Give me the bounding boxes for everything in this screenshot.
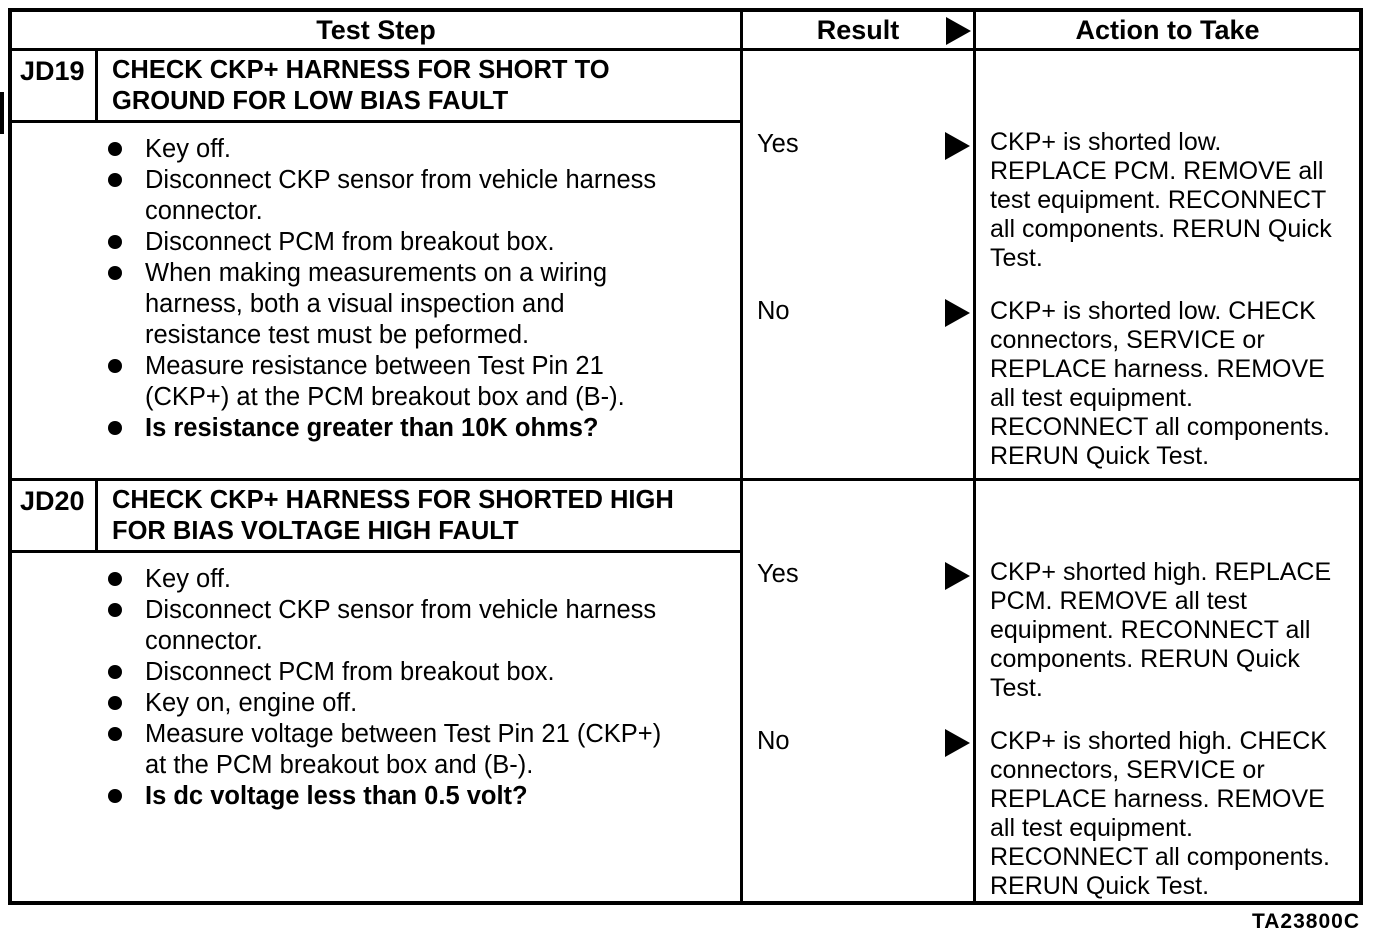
result-entry-no: No — [743, 727, 973, 757]
bullet-icon — [108, 359, 122, 373]
result-arrow-icon — [945, 299, 970, 327]
action-text-no: CKP+ is shorted high. CHECK connectors, … — [990, 727, 1330, 900]
test-title-jd20: CHECK CKP+ HARNESS FOR SHORTED HIGH FOR … — [112, 486, 674, 545]
test-step-cell-jd20: JD20 CHECK CKP+ HARNESS FOR SHORTED HIGH… — [12, 481, 740, 901]
step-question-text: Is resistance greater than 10K ohms? — [145, 414, 599, 442]
bullet-icon — [108, 235, 122, 249]
list-item: Disconnect PCM from breakout box. — [108, 227, 732, 258]
bullet-icon — [108, 572, 122, 586]
list-item: Disconnect CKP sensor from vehicle harne… — [108, 165, 732, 227]
bullet-icon — [108, 266, 122, 280]
bullet-icon — [108, 603, 122, 617]
list-item: Measure voltage between Test Pin 21 (CKP… — [108, 719, 732, 781]
list-item-question: Is resistance greater than 10K ohms? — [108, 413, 732, 444]
result-entry-yes: Yes — [743, 560, 973, 590]
list-item: Key off. — [108, 134, 732, 165]
bullet-icon — [108, 665, 122, 679]
result-label-yes: Yes — [757, 130, 799, 158]
step-text: Disconnect PCM from breakout box. — [145, 658, 555, 686]
step-text: Disconnect PCM from breakout box. — [145, 228, 555, 256]
result-entry-yes: Yes — [743, 130, 973, 160]
test-step-list-jd20: Key off. Disconnect CKP sensor from vehi… — [12, 564, 740, 812]
figure-code: TA23800C — [1252, 910, 1360, 933]
list-item: Disconnect PCM from breakout box. — [108, 657, 732, 688]
step-text: Key on, engine off. — [145, 689, 358, 717]
bullet-icon — [108, 696, 122, 710]
action-text-yes: CKP+ is shorted low. REPLACE PCM. REMOVE… — [990, 128, 1332, 272]
result-label-no: No — [757, 297, 790, 325]
step-question-text: Is dc voltage less than 0.5 volt? — [145, 782, 528, 810]
column-header-result-label: Result — [816, 14, 900, 45]
result-arrow-icon — [945, 729, 970, 757]
column-header-test-step: Test Step — [12, 12, 740, 51]
result-label-no: No — [757, 727, 790, 755]
action-text-yes: CKP+ shorted high. REPLACE PCM. REMOVE a… — [990, 558, 1332, 702]
test-id-jd19: JD19 — [12, 51, 98, 120]
result-arrow-icon — [945, 562, 970, 590]
scan-artifact — [0, 92, 4, 134]
result-cell-jd19: Yes No — [740, 51, 973, 481]
bullet-icon — [108, 789, 122, 803]
column-header-result: Result — [740, 12, 973, 51]
bullet-icon — [108, 727, 122, 741]
action-text-no: CKP+ is shorted low. CHECK connectors, S… — [990, 297, 1330, 470]
list-item: Measure resistance between Test Pin 21 (… — [108, 351, 732, 413]
test-id-jd20: JD20 — [12, 481, 98, 550]
list-item: Key off. — [108, 564, 732, 595]
step-text: Disconnect CKP sensor from vehicle harne… — [145, 166, 657, 225]
step-text: Key off. — [145, 135, 232, 163]
step-text: Measure resistance between Test Pin 21 (… — [145, 352, 625, 411]
pinpoint-test-table: Test Step Result Action to Take JD19 CHE… — [8, 8, 1363, 905]
step-text: Measure voltage between Test Pin 21 (CKP… — [145, 720, 662, 779]
test-step-list-jd19: Key off. Disconnect CKP sensor from vehi… — [12, 134, 740, 444]
result-arrow-icon — [946, 17, 971, 45]
action-cell-jd19: CKP+ is shorted low. REPLACE PCM. REMOVE… — [973, 51, 1359, 481]
result-arrow-icon — [945, 132, 970, 160]
list-item: Key on, engine off. — [108, 688, 732, 719]
step-text: Key off. — [145, 565, 232, 593]
column-header-action: Action to Take — [973, 12, 1359, 51]
test-title-jd19: CHECK CKP+ HARNESS FOR SHORT TO GROUND F… — [112, 56, 610, 115]
list-item-question: Is dc voltage less than 0.5 volt? — [108, 781, 732, 812]
test-step-cell-jd19: JD19 CHECK CKP+ HARNESS FOR SHORT TO GRO… — [12, 51, 740, 481]
bullet-icon — [108, 421, 122, 435]
result-label-yes: Yes — [757, 560, 799, 588]
list-item: Disconnect CKP sensor from vehicle harne… — [108, 595, 732, 657]
step-text: When making measurements on a wiring har… — [145, 259, 608, 349]
test-title-row-jd20: JD20 CHECK CKP+ HARNESS FOR SHORTED HIGH… — [12, 481, 740, 553]
bullet-icon — [108, 173, 122, 187]
bullet-icon — [108, 142, 122, 156]
step-text: Disconnect CKP sensor from vehicle harne… — [145, 596, 657, 655]
column-header-test-step-label: Test Step — [316, 14, 436, 45]
action-cell-jd20: CKP+ shorted high. REPLACE PCM. REMOVE a… — [973, 481, 1359, 901]
test-title-row-jd19: JD19 CHECK CKP+ HARNESS FOR SHORT TO GRO… — [12, 51, 740, 123]
column-header-action-label: Action to Take — [1075, 14, 1260, 45]
result-cell-jd20: Yes No — [740, 481, 973, 901]
result-entry-no: No — [743, 297, 973, 327]
list-item: When making measurements on a wiring har… — [108, 258, 732, 351]
